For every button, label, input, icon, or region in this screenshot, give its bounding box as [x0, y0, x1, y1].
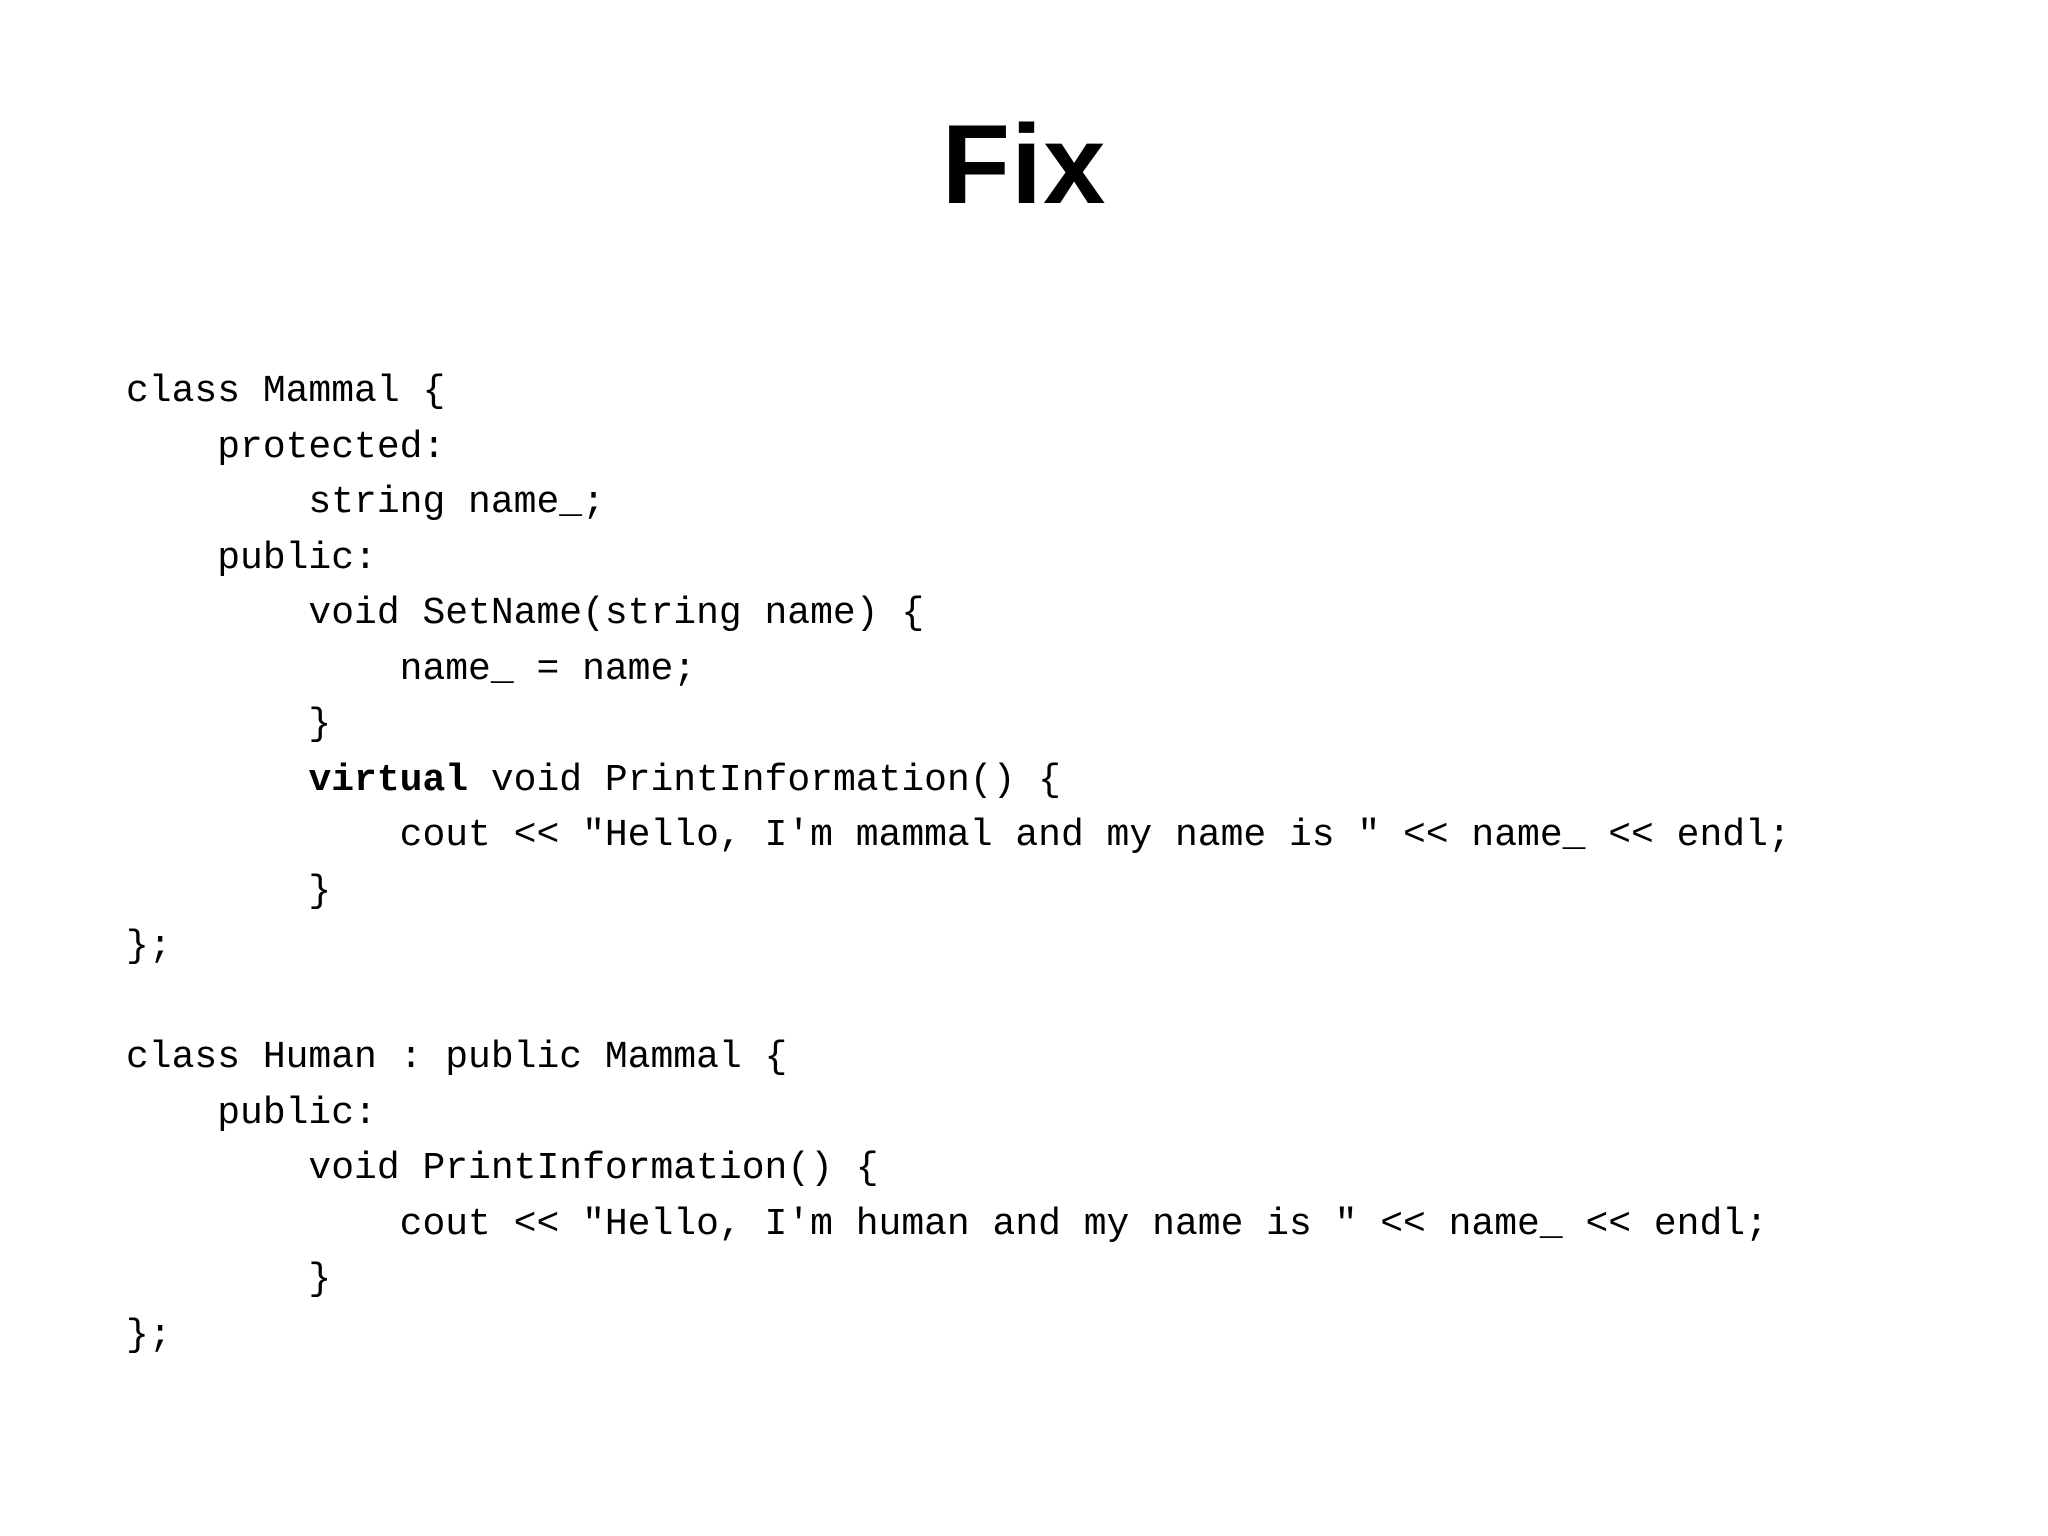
code-text: string name_;	[126, 481, 605, 524]
code-line: };	[126, 1308, 1791, 1364]
code-text: void PrintInformation() {	[468, 758, 1061, 802]
code-line: class Human : public Mammal {	[126, 1030, 1791, 1086]
code-line: public:	[126, 531, 1791, 587]
code-line: class Mammal {	[126, 364, 1791, 420]
code-text: class Mammal {	[126, 370, 446, 413]
code-text: name_ = name;	[126, 647, 697, 691]
code-text: };	[126, 1313, 172, 1357]
code-text: };	[126, 925, 172, 968]
code-line: name_ = name;	[126, 642, 1791, 698]
code-text: cout << "Hello, I'm human and my name is…	[126, 1202, 1768, 1246]
code-text: }	[126, 703, 332, 746]
code-text: void SetName(string name) {	[126, 592, 925, 635]
code-line: cout << "Hello, I'm human and my name is…	[126, 1197, 1791, 1253]
code-line: }	[126, 697, 1791, 753]
code-text: public:	[126, 1091, 377, 1135]
code-text: void PrintInformation() {	[126, 1147, 879, 1190]
code-line: virtual void PrintInformation() {	[126, 753, 1791, 809]
code-line: protected:	[126, 420, 1791, 476]
code-text: }	[126, 1258, 332, 1301]
code-line: public:	[126, 1086, 1791, 1142]
code-line: }	[126, 1252, 1791, 1308]
code-text	[126, 759, 308, 802]
code-line: string name_;	[126, 475, 1791, 531]
code-text: public:	[126, 536, 377, 580]
code-text: protected:	[126, 425, 446, 469]
code-line	[126, 975, 1791, 1031]
code-block: class Mammal { protected: string name_; …	[126, 364, 1791, 1363]
code-text: }	[126, 869, 332, 913]
code-line: cout << "Hello, I'm mammal and my name i…	[126, 808, 1791, 864]
code-line: void SetName(string name) {	[126, 586, 1791, 642]
code-text: cout << "Hello, I'm mammal and my name i…	[126, 814, 1791, 857]
slide-title: Fix	[941, 102, 1107, 227]
code-keyword-bold: virtual	[308, 758, 469, 802]
code-line: };	[126, 919, 1791, 975]
code-line: void PrintInformation() {	[126, 1141, 1791, 1197]
code-text: class Human : public Mammal {	[126, 1036, 788, 1079]
code-line: }	[126, 864, 1791, 920]
